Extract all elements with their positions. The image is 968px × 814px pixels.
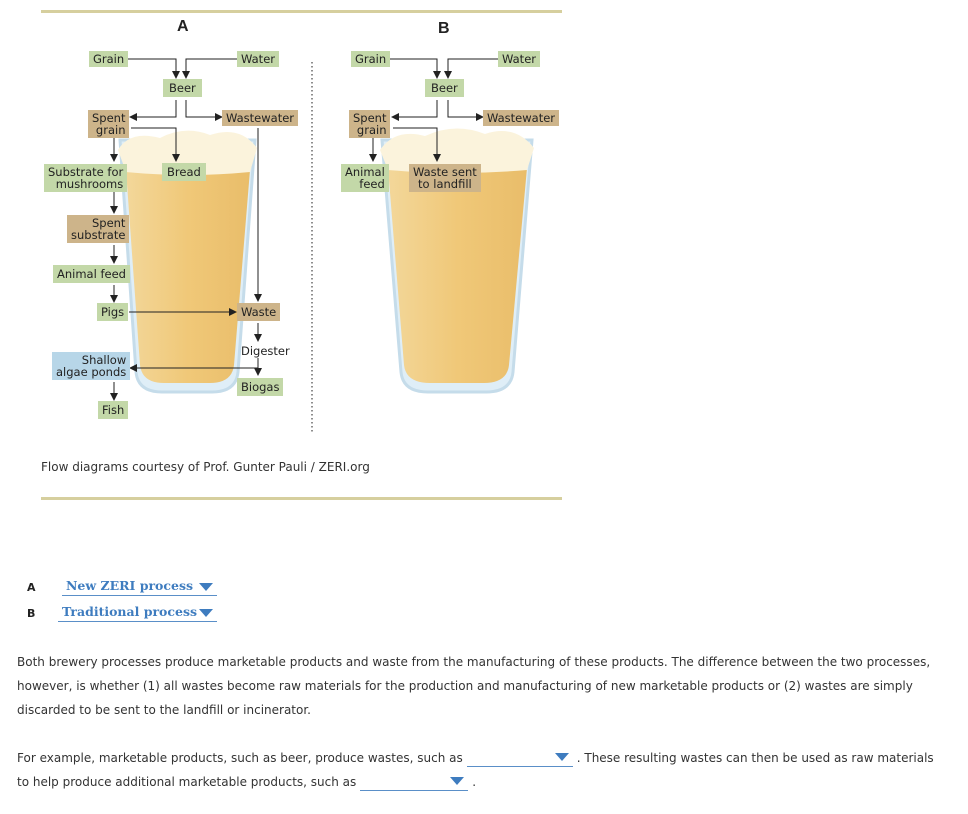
blank-1-select[interactable] bbox=[466, 750, 573, 767]
example-text-3: . bbox=[472, 775, 477, 789]
b-spent-grain-box: Spent grain bbox=[349, 110, 391, 138]
chevron-down-icon bbox=[450, 777, 465, 785]
a-digester-label: Digester bbox=[241, 344, 290, 358]
answer-a-value: New ZERI process bbox=[66, 578, 194, 593]
a-beer-box: Beer bbox=[163, 79, 202, 97]
blank-2-select[interactable] bbox=[360, 774, 469, 791]
diagram-a-heading: A bbox=[177, 18, 189, 35]
a-algae-ponds-box: Shallow algae ponds bbox=[52, 352, 131, 380]
flow-diagram-graphics bbox=[110, 58, 534, 432]
a-substrate-box: Substrate for mushrooms bbox=[44, 164, 128, 192]
a-bread-box: Bread bbox=[162, 163, 206, 181]
a-spent-grain-box: Spent grain bbox=[88, 110, 130, 138]
a-waste-box: Waste bbox=[237, 303, 281, 321]
example-text-2: . These resulting wastes can then be use… bbox=[17, 751, 934, 789]
b-beer-box: Beer bbox=[425, 79, 464, 97]
example-text-1: For example, marketable products, such a… bbox=[17, 751, 463, 765]
a-grain-box: Grain bbox=[89, 51, 129, 67]
diagram-credit: Flow diagrams courtesy of Prof. Gunter P… bbox=[41, 460, 370, 474]
explanation-paragraph: Both brewery processes produce marketabl… bbox=[17, 655, 931, 717]
a-spent-substrate-box: Spent substrate bbox=[67, 215, 130, 243]
top-rule bbox=[41, 10, 562, 13]
a-biogas-box: Biogas bbox=[237, 378, 284, 396]
a-wastewater-box: Wastewater bbox=[222, 110, 299, 126]
b-water-box: Water bbox=[498, 51, 540, 67]
diagram-b-heading: B bbox=[438, 20, 450, 37]
answer-b-letter: B bbox=[27, 607, 36, 620]
glass-b-illustration bbox=[380, 128, 534, 394]
a-water-box: Water bbox=[237, 51, 279, 67]
answer-a-select[interactable]: New ZERI process bbox=[62, 578, 217, 596]
answer-b-select[interactable]: Traditional process bbox=[58, 604, 217, 622]
b-wastewater-box: Wastewater bbox=[483, 110, 560, 126]
glass-a-illustration bbox=[118, 130, 257, 394]
chevron-down-icon bbox=[199, 609, 213, 617]
a-animal-feed-box: Animal feed bbox=[53, 265, 130, 283]
example-paragraph: For example, marketable products, such a… bbox=[17, 746, 947, 794]
b-grain-box: Grain bbox=[351, 51, 391, 67]
bottom-rule bbox=[41, 497, 562, 500]
answer-a-letter: A bbox=[27, 581, 36, 594]
a-fish-box: Fish bbox=[98, 401, 129, 419]
answer-b-value: Traditional process bbox=[62, 604, 198, 619]
chevron-down-icon bbox=[199, 583, 213, 591]
a-pigs-box: Pigs bbox=[97, 303, 129, 321]
chevron-down-icon bbox=[554, 753, 569, 761]
b-animal-feed-box: Animal feed bbox=[341, 164, 389, 192]
b-landfill-box: Waste sent to landfill bbox=[409, 164, 481, 192]
